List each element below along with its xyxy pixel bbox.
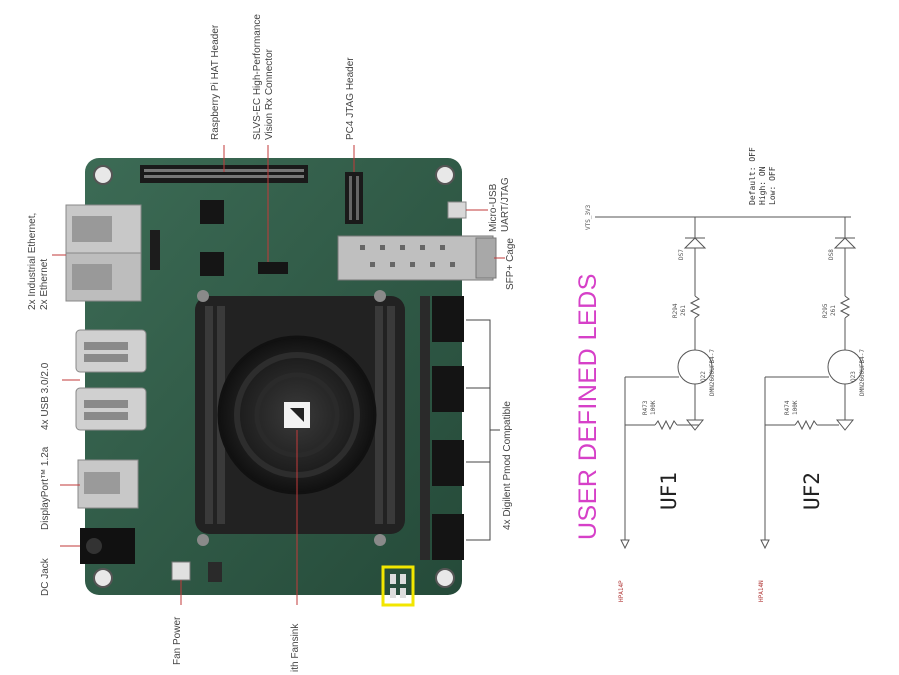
resistor-2-value: 261 xyxy=(830,305,837,316)
resistor-2-label: R295 xyxy=(822,303,829,318)
slvs-connector xyxy=(258,262,288,274)
net-2-label: HPA14N xyxy=(758,580,765,602)
micro-usb-port xyxy=(447,201,467,219)
fet-2-part: DMN2600UFB4-7 xyxy=(859,349,866,396)
usb-port-1 xyxy=(75,329,147,373)
channel-1-name: UF1 xyxy=(657,472,681,510)
user-led-highlight xyxy=(381,565,415,607)
net-1-label: HPA14P xyxy=(618,580,625,602)
fet-1-part: DMN2600UFB4-7 xyxy=(709,349,716,396)
rail-label: VTS_3V3 xyxy=(585,204,592,230)
schematic-title: USER DEFINED LEDS xyxy=(574,273,602,540)
mount-hole xyxy=(93,165,113,185)
pmod-bracket xyxy=(466,319,500,541)
label-sfp: SFP+ Cage xyxy=(505,238,516,290)
resistor-1-value: 261 xyxy=(680,305,687,316)
pulldown-2-label: R474 xyxy=(784,400,791,415)
label-slvs: SLVS-EC High-Performance Vision Rx Conne… xyxy=(252,14,275,140)
chip xyxy=(200,252,224,276)
fet-2-label: Q23 xyxy=(850,371,857,382)
label-dc-jack: DC Jack xyxy=(40,558,51,596)
led-schematic xyxy=(595,216,863,550)
leader-lines xyxy=(52,145,505,605)
fet-1-label: Q22 xyxy=(700,371,707,382)
kria-board-illustration xyxy=(52,145,505,607)
default-state-note: Default: OFF High: ON Low: OFF xyxy=(748,147,777,205)
pc4-jtag-header xyxy=(345,172,363,224)
diode-2-label: DS8 xyxy=(828,249,835,260)
pulldown-1-label: R473 xyxy=(642,400,649,415)
screw xyxy=(197,290,209,302)
fan-power-header xyxy=(171,561,191,581)
sfp-cage xyxy=(337,235,494,281)
label-displayport: DisplayPort™ 1.2a xyxy=(40,446,51,530)
label-pmod: 4x Digilent Pmod Compatible xyxy=(502,401,513,530)
usb-port-2 xyxy=(75,387,147,431)
label-micro-usb: Micro-USB UART/JTAG xyxy=(488,177,511,232)
screw xyxy=(197,534,209,546)
label-rpi-hat: Raspberry Pi HAT Header xyxy=(210,24,221,140)
screw xyxy=(374,290,386,302)
resistor-1-label: R294 xyxy=(672,303,679,318)
mount-hole xyxy=(435,165,455,185)
mount-hole xyxy=(93,568,113,588)
sfp-holes xyxy=(360,245,455,267)
screw xyxy=(374,534,386,546)
channel-2-name: UF2 xyxy=(800,472,824,510)
pulldown-1-value: 100K xyxy=(650,400,657,415)
mount-hole xyxy=(435,568,455,588)
diode-1-label: DS7 xyxy=(678,249,685,260)
label-usb3: 4x USB 3.0/2.0 xyxy=(40,362,51,430)
label-fansink: ith Fansink xyxy=(290,623,301,672)
pmod-connectors xyxy=(420,296,464,560)
label-pc4-jtag: PC4 JTAG Header xyxy=(345,57,356,140)
pulldown-2-value: 100K xyxy=(792,400,799,415)
label-ethernet: 2x Industrial Ethernet, 2x Ethernet xyxy=(27,212,50,310)
chip xyxy=(200,200,224,224)
label-fan-power: Fan Power xyxy=(172,616,183,665)
